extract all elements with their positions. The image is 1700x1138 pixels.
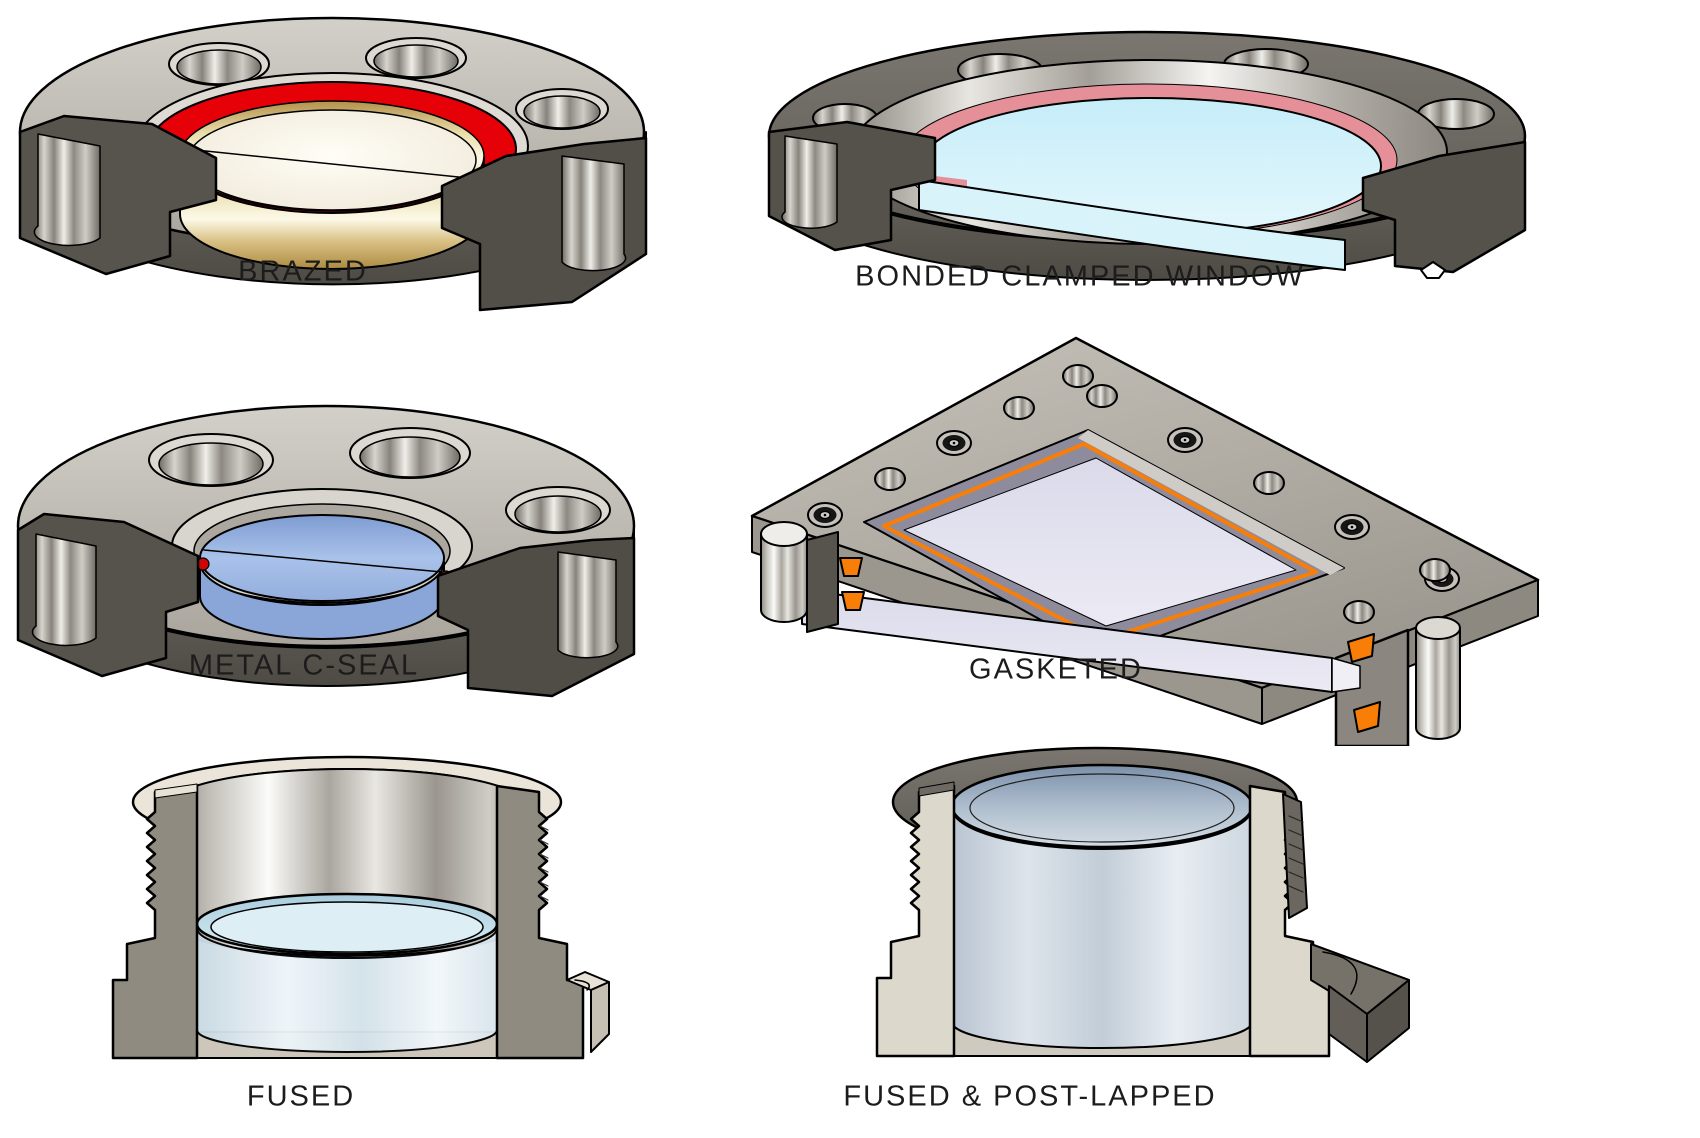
screw-head [936,430,972,456]
brazed-illustration [18,16,648,312]
bolt-hole [1343,600,1375,624]
window [950,763,1254,849]
label-fused: FUSED [246,1080,356,1113]
gasket-section-left-bottom [841,591,865,611]
window [187,109,477,211]
cut-section-left-corner [760,521,865,633]
gasket-section-right-bottom [1353,701,1381,733]
bolt-hole [1253,471,1285,495]
metal-c-seal-illustration [16,404,636,698]
window-through-opening [903,457,1297,627]
cut-section-right-threaded [495,784,585,1060]
screw-head [1334,514,1370,540]
label-gasketed: GASKETED [969,653,1143,686]
cut-section-left-threaded [111,784,199,1060]
bolt-hole [1062,364,1094,388]
base-right-corner [1310,943,1410,1063]
gasket-section-right-top [1347,633,1375,663]
cut-section-left-threaded [875,784,956,1058]
window [199,514,445,602]
thread-ridges [539,825,549,901]
bolt-hole [1086,384,1118,408]
fused-post-lapped-illustration [875,746,1410,1063]
gasket-section-left-top [839,557,863,577]
fused-illustration [111,755,610,1060]
bolt-hole [874,467,906,491]
bonded-clamped-window-illustration [767,30,1527,281]
cut-section-right-corner [1331,616,1461,746]
bolt-hole [1419,558,1451,582]
label-metal-c-seal: METAL C-SEAL [188,649,420,682]
label-fused-post-lapped: FUSED & POST-LAPPED [843,1080,1217,1113]
bolt-hole [1003,396,1035,420]
screw-head [807,502,843,528]
thread-ridges [1288,815,1304,893]
cut-section-right [1361,140,1527,274]
gasketed-illustration [750,336,1540,746]
fasteners [807,364,1460,624]
window-front-slab [918,179,1346,271]
bolt-holes [148,427,611,534]
label-bonded-clamped-window: BONDED CLAMPED WINDOW [855,260,1305,293]
screw-head [1167,427,1203,453]
label-brazed: BRAZED [238,255,368,288]
bolt-holes [168,37,609,130]
